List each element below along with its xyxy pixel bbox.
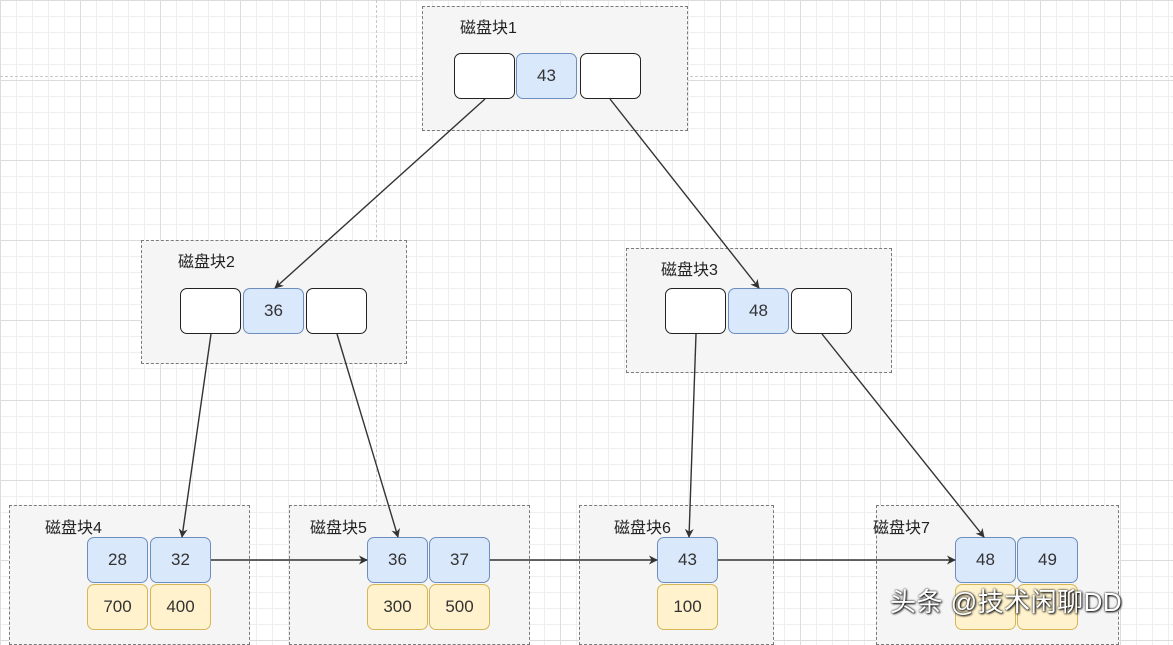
disk-block-3-label: 磁盘块3 [661,262,718,279]
block-5-data-1[interactable]: 300 [367,584,428,630]
block-2-pointer-right[interactable] [306,288,367,334]
block-6-data-1[interactable]: 100 [657,584,718,630]
disk-block-4-label: 磁盘块4 [45,520,102,537]
disk-block-5-label: 磁盘块5 [310,520,367,537]
disk-block-6-label: 磁盘块6 [614,520,671,537]
block-6-key-1[interactable]: 43 [657,537,718,583]
block-4-data-2[interactable]: 400 [150,584,211,630]
block-5-data-2[interactable]: 500 [429,584,490,630]
block-4-key-1[interactable]: 28 [87,537,148,583]
block-3-pointer-left[interactable] [665,288,726,334]
block-1-pointer-left[interactable] [454,53,515,99]
block-3-pointer-right[interactable] [791,288,852,334]
block-1-pointer-right[interactable] [580,53,641,99]
disk-block-7-label: 磁盘块7 [873,520,930,537]
block-5-key-1[interactable]: 36 [367,537,428,583]
block-7-data-1[interactable] [955,584,1016,630]
block-4-key-2[interactable]: 32 [150,537,211,583]
block-7-key-2[interactable]: 49 [1017,537,1078,583]
block-2-key[interactable]: 36 [243,288,304,334]
disk-block-1-label: 磁盘块1 [460,20,517,37]
block-2-pointer-left[interactable] [180,288,241,334]
disk-block-2-label: 磁盘块2 [178,254,235,271]
block-7-data-2[interactable] [1017,584,1078,630]
watermark-text: 头条 @技术闲聊DD [890,587,1123,617]
block-3-key[interactable]: 48 [728,288,789,334]
block-4-data-1[interactable]: 700 [87,584,148,630]
block-1-key[interactable]: 43 [516,53,577,99]
block-7-key-1[interactable]: 48 [955,537,1016,583]
block-5-key-2[interactable]: 37 [429,537,490,583]
